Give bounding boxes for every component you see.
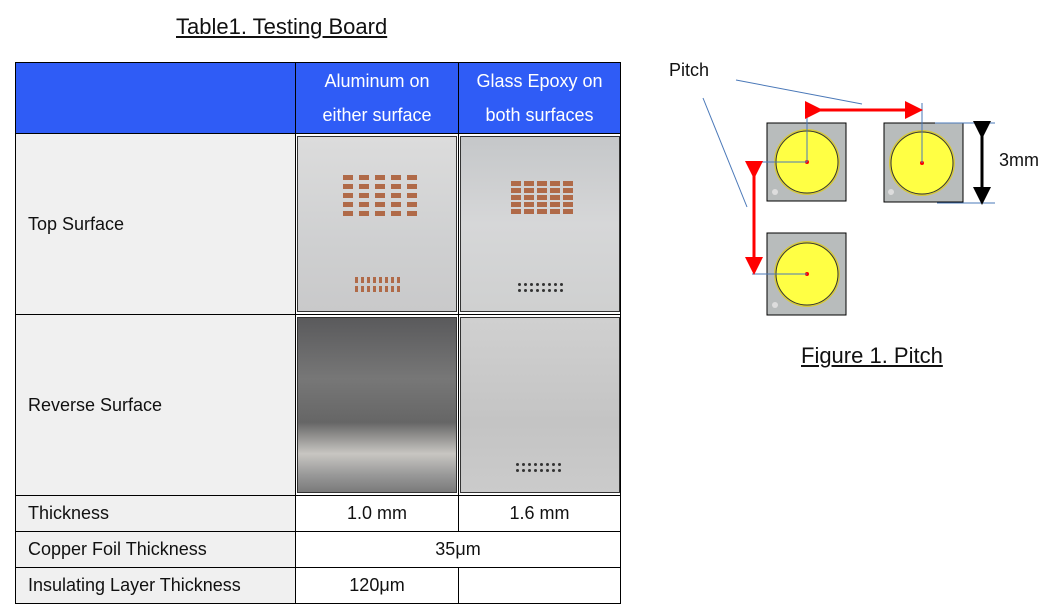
thickness-label: Thickness: [15, 495, 296, 532]
copper-foil-value: 35μm: [295, 531, 621, 568]
size-label: 3mm: [999, 150, 1039, 170]
aluminum-top-cell: [295, 133, 459, 315]
header-glass-epoxy-line2: both surfaces: [485, 105, 594, 125]
led-package-2: [883, 122, 964, 203]
via-dots: [517, 283, 563, 292]
header-aluminum-line2: either surface: [322, 105, 432, 125]
header-glass-epoxy: Glass Epoxy on both surfaces: [458, 62, 621, 134]
copper-foil-row: Copper Foil Thickness 35μm: [15, 531, 621, 568]
glass-epoxy-top-photo: [459, 136, 620, 312]
thickness-aluminum: 1.0 mm: [295, 495, 459, 532]
thickness-row: Thickness 1.0 mm 1.6 mm: [15, 495, 621, 532]
glass-epoxy-reverse-cell: [458, 314, 621, 496]
insulating-layer-glass-epoxy: [458, 567, 621, 604]
reverse-surface-label: Reverse Surface: [15, 314, 296, 496]
header-empty-cell: [15, 62, 296, 134]
pitch-leader-line: [735, 79, 863, 105]
insulating-layer-row: Insulating Layer Thickness 120μm: [15, 567, 621, 604]
small-pad-array: [355, 277, 400, 292]
testing-board-table: Aluminum on either surface Glass Epoxy o…: [15, 62, 621, 604]
pitch-label: Pitch: [669, 60, 710, 80]
header-glass-epoxy-line1: Glass Epoxy on: [476, 71, 603, 91]
aluminum-top-photo: [297, 136, 457, 312]
top-surface-row: Top Surface: [15, 133, 621, 315]
thickness-glass-epoxy: 1.6 mm: [458, 495, 621, 532]
pad-array: [343, 175, 419, 216]
header-aluminum-line1: Aluminum on: [324, 71, 430, 91]
pitch-leader-line: [702, 97, 748, 208]
insulating-layer-aluminum: 120μm: [295, 567, 459, 604]
via-dots: [515, 463, 561, 472]
reverse-surface-row: Reverse Surface: [15, 314, 621, 496]
table-header-row: Aluminum on either surface Glass Epoxy o…: [15, 62, 621, 134]
table-title: Table1. Testing Board: [176, 14, 388, 39]
aluminum-reverse-cell: [295, 314, 459, 496]
pad-array: [510, 181, 574, 214]
copper-foil-label: Copper Foil Thickness: [15, 531, 296, 568]
top-surface-label: Top Surface: [15, 133, 296, 315]
figure-caption: Figure 1. Pitch: [801, 343, 943, 368]
glass-epoxy-reverse-photo: [459, 317, 620, 493]
aluminum-reverse-photo: [297, 317, 457, 493]
glass-epoxy-top-cell: [458, 133, 621, 315]
